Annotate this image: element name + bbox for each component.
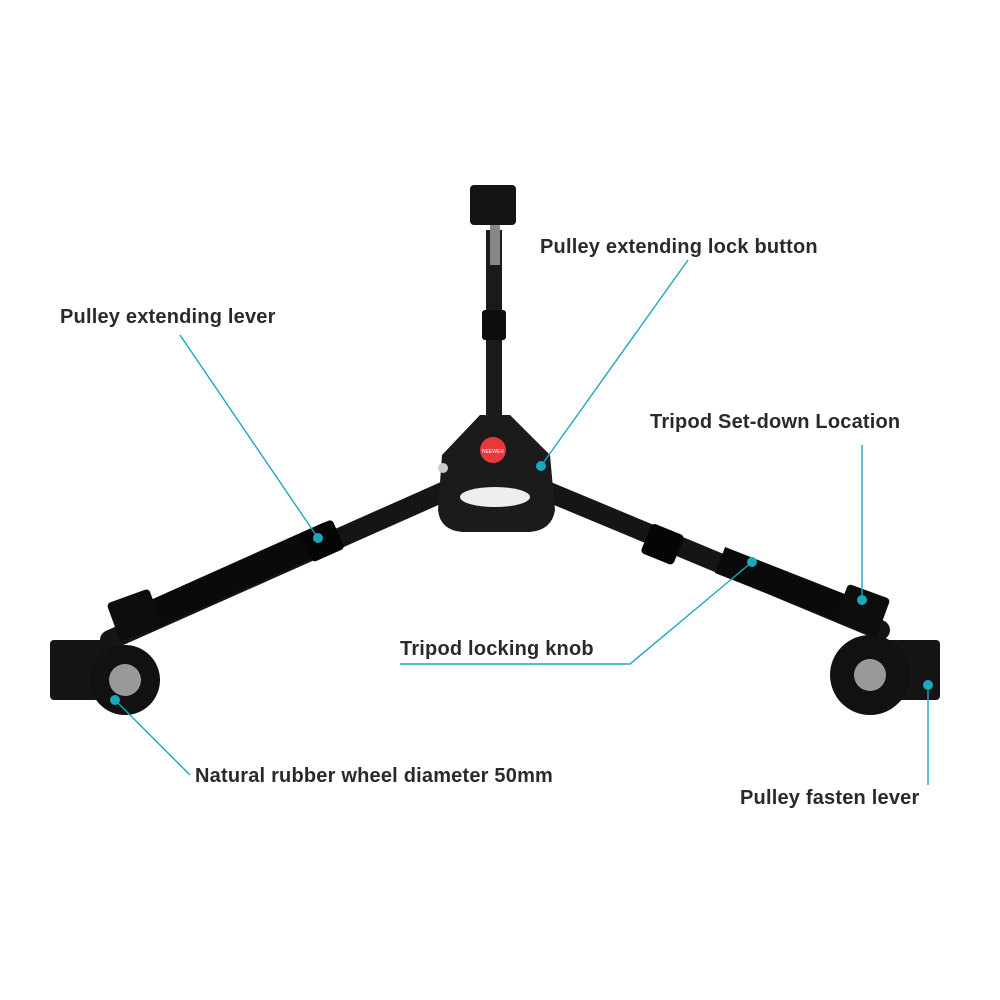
svg-text:NEEWER: NEEWER	[482, 449, 504, 455]
callout-pulley-extending-lock-button: Pulley extending lock button	[540, 236, 818, 258]
callout-pulley-extending-lever: Pulley extending lever	[60, 306, 276, 328]
callout-pulley-fasten-lever: Pulley fasten lever	[740, 787, 920, 809]
leader-lines	[114, 259, 929, 785]
center-column	[470, 185, 516, 430]
callout-rubber-wheel: Natural rubber wheel diameter 50mm	[195, 765, 554, 787]
callout-tripod-set-down-location: Tripod Set-down Location	[650, 411, 901, 433]
callout-tripod-locking-knob: Tripod locking knob	[400, 638, 594, 660]
hub: NEEWER	[438, 415, 555, 532]
right-wheel	[830, 584, 940, 715]
right-leg	[510, 470, 890, 640]
brand-logo-button	[480, 437, 506, 463]
left-leg	[100, 470, 480, 650]
left-wheel	[50, 589, 162, 715]
callout-dots	[110, 461, 933, 705]
